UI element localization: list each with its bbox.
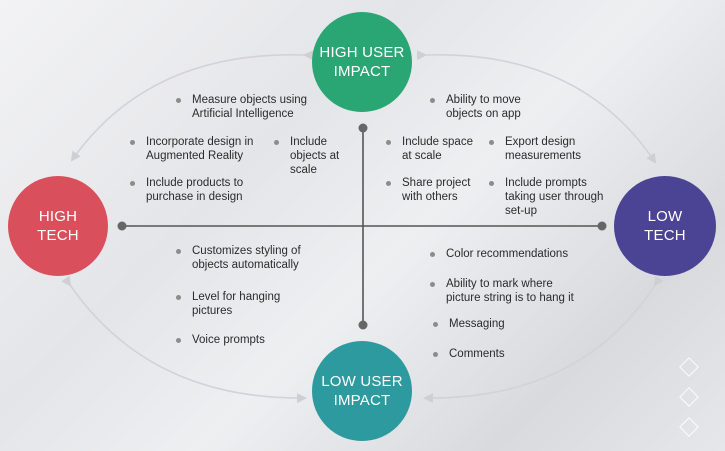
list-item: Level for hanging pictures [176,290,280,318]
item-text: Messaging [449,318,505,330]
node-high-tech: HIGH TECH [8,176,108,276]
list-item: Include prompts taking user through set-… [489,176,603,218]
item-text: Include space at scale [402,136,473,162]
list-item: Ability to move objects on app [430,93,521,121]
arc-bottom-left [61,275,307,404]
item-text: Include objects at scale [290,136,340,176]
list-item: Color recommendations [430,247,568,261]
node-low-tech: LOW TECH [614,176,716,276]
node-high-user-impact: HIGH USER IMPACT [312,12,412,112]
list-item: Measure objects using Artificial Intelli… [176,93,307,121]
list-item: Comments [433,347,505,361]
list-item: Ability to mark where picture string is … [430,277,574,305]
item-text: Incorporate design in Augmented Reality [146,136,254,162]
list-item: Customizes styling of objects automatica… [176,244,301,272]
list-item: Export design measurements [489,135,581,163]
item-text: Comments [449,348,505,360]
item-text: Level for hanging pictures [192,291,281,317]
item-text: Color recommendations [446,248,569,260]
item-text: Customizes styling of objects automatica… [192,245,301,271]
axis-endpoint-right [597,221,607,231]
item-text: Ability to move objects on app [446,94,521,120]
list-item: Incorporate design in Augmented Reality [130,135,253,163]
list-item: Voice prompts [176,333,265,347]
arc-bottom-right [423,275,664,404]
axis-endpoint-bottom [358,320,368,330]
item-text: Ability to mark where picture string is … [446,278,574,304]
axis-endpoint-left [117,221,127,231]
item-text: Export design measurements [505,136,582,162]
axis-endpoint-top [358,123,368,133]
item-text: Voice prompts [192,334,265,346]
item-text: Share project with others [402,177,471,203]
arc-top-left [70,50,314,162]
item-text: Include products to purchase in design [146,177,244,203]
item-text: Include prompts taking user through set-… [505,177,604,217]
list-item: Share project with others [386,176,470,204]
list-item: Include objects at scale [274,135,339,177]
list-item: Include space at scale [386,135,473,163]
node-low-user-impact: LOW USER IMPACT [312,341,412,441]
list-item: Messaging [433,317,505,331]
list-item: Include products to purchase in design [130,176,243,204]
item-text: Measure objects using Artificial Intelli… [192,94,308,120]
arc-top-right [416,50,657,164]
